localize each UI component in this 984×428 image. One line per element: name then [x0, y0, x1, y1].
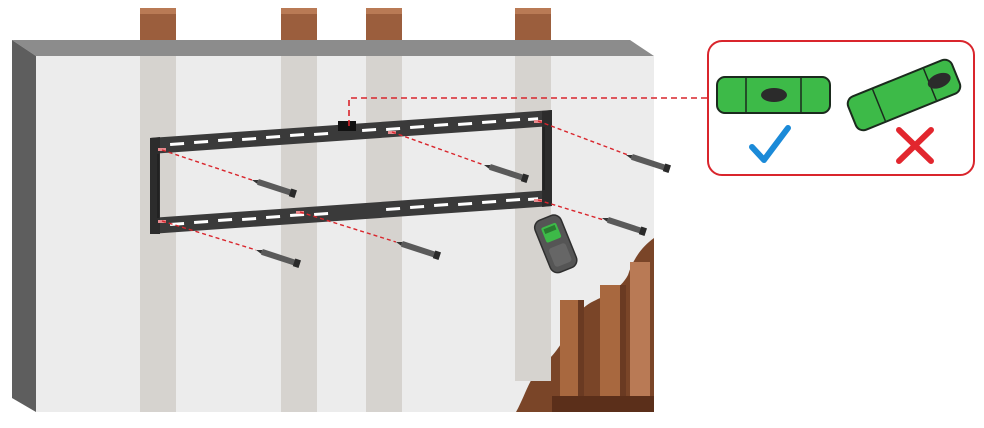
- screw-icon: [252, 179, 297, 199]
- wall-top-edge: [12, 40, 654, 56]
- bracket-level-tab: [338, 121, 356, 131]
- screw-guide-lines: [161, 120, 629, 251]
- level-tilted-icon: [846, 58, 962, 132]
- upper-slots: [170, 117, 539, 146]
- checkmark-icon: [749, 125, 791, 163]
- screw-icon: [256, 249, 301, 269]
- level-callout: [707, 40, 975, 176]
- screw-icon: [484, 164, 529, 184]
- lower-slots: [170, 197, 539, 226]
- screw-icon: [396, 241, 441, 261]
- stud-tops: [140, 8, 551, 44]
- lag-screws: [252, 154, 671, 269]
- screw-icon: [626, 154, 671, 174]
- level-horizontal-icon: [716, 76, 831, 114]
- wall-mount-bracket: [150, 110, 552, 234]
- cross-icon: [896, 127, 934, 164]
- stud-finder-icon: [533, 214, 578, 274]
- wall-side: [12, 40, 36, 412]
- screw-icon: [602, 217, 647, 237]
